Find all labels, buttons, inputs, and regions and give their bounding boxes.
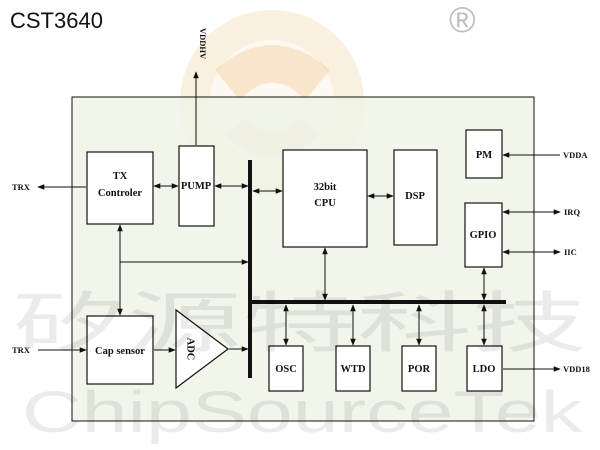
osc-block xyxy=(268,345,304,392)
adc-label: ADC xyxy=(185,338,196,361)
trx-top-label: TRX xyxy=(12,182,31,192)
registered-mark: ® xyxy=(449,0,476,40)
dsp-block xyxy=(393,149,438,246)
watermark-chinese: 矽源特科技 xyxy=(12,285,587,362)
cpu-label-line2: CPU xyxy=(314,198,336,209)
page-title: CST3640 xyxy=(10,8,103,33)
pump-label: PUMP xyxy=(181,181,212,192)
por-label: POR xyxy=(408,364,431,375)
adc-block xyxy=(175,308,229,390)
vddhv-label: VDDHV xyxy=(198,28,208,60)
wtd-label: WTD xyxy=(340,364,366,375)
trx-bottom-label: TRX xyxy=(12,345,31,355)
iic-label: IIC xyxy=(564,247,577,257)
osc-label: OSC xyxy=(275,364,297,375)
irq-label: IRQ xyxy=(564,207,580,217)
ldo-block xyxy=(466,345,503,392)
cap-sensor-block xyxy=(86,315,154,385)
pump-block xyxy=(178,145,215,227)
pm-label: PM xyxy=(476,150,492,161)
vdd18-label: VDD18 xyxy=(563,364,590,374)
wtd-block xyxy=(335,345,371,392)
gpio-block xyxy=(464,202,503,268)
gpio-label: GPIO xyxy=(470,230,497,241)
vdda-label: VDDA xyxy=(563,150,588,160)
tx-controller-block xyxy=(86,151,154,225)
por-block xyxy=(401,345,437,392)
pm-block xyxy=(465,129,503,179)
tx-label-line2: Controler xyxy=(98,188,142,199)
watermark-english: ChipSourceTek xyxy=(22,380,583,445)
tx-label-line1: TX xyxy=(113,171,128,182)
cpu-block xyxy=(282,149,368,248)
cap-sensor-label: Cap sensor xyxy=(95,346,145,357)
cpu-label-line1: 32bit xyxy=(314,182,337,193)
dsp-label: DSP xyxy=(405,191,425,202)
ldo-label: LDO xyxy=(473,364,496,375)
